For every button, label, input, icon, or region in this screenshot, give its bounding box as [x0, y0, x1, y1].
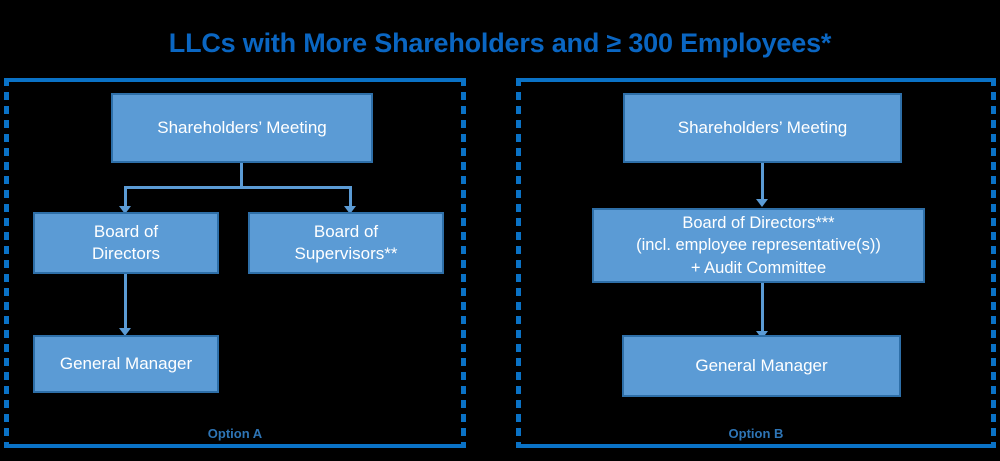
connector-a-trunk [240, 163, 243, 187]
arrowhead-a-gm [119, 328, 131, 336]
panel-option-a: Shareholders’ Meeting Board of Directors… [4, 78, 466, 448]
panel-b-bottom-border [516, 444, 996, 448]
node-board-of-directors-a[interactable]: Board of Directors [33, 212, 219, 274]
panel-b-right-border [991, 78, 996, 448]
connector-a-left-drop [124, 186, 127, 208]
board-of-directors-b-line-3: + Audit Committee [690, 258, 827, 277]
node-shareholders-meeting-b[interactable]: Shareholders’ Meeting [623, 93, 902, 163]
panel-b-left-border [516, 78, 521, 448]
board-of-directors-b-line-2: (incl. employee representative(s)) [636, 236, 881, 255]
node-shareholders-meeting-a[interactable]: Shareholders’ Meeting [111, 93, 373, 163]
connector-b-bod-gm [761, 283, 764, 333]
arrowhead-b-bod [756, 199, 768, 207]
connector-a-gm [124, 274, 127, 330]
node-general-manager-a[interactable]: General Manager [33, 335, 219, 393]
arrowhead-a-right [344, 206, 356, 214]
panel-a-top-border [4, 78, 466, 82]
panel-a-right-border [461, 78, 466, 448]
node-board-of-directors-b[interactable]: Board of Directors*** (incl. employee re… [592, 208, 925, 283]
node-board-of-supervisors-a[interactable]: Board of Supervisors** [248, 212, 444, 274]
panel-a-bottom-border [4, 444, 466, 448]
connector-b-sm-bod [761, 163, 764, 201]
arrowhead-a-left [119, 206, 131, 214]
panel-option-b: Shareholders’ Meeting Board of Directors… [516, 78, 996, 448]
option-b-label: Option B [728, 426, 784, 441]
panel-b-top-border [516, 78, 996, 82]
node-general-manager-b[interactable]: General Manager [622, 335, 901, 397]
connector-a-right-drop [349, 186, 352, 208]
panel-a-left-border [4, 78, 9, 448]
page-title: LLCs with More Shareholders and ≥ 300 Em… [168, 28, 832, 58]
connector-a-split [124, 186, 352, 189]
board-of-directors-b-line-1: Board of Directors*** [682, 214, 835, 233]
option-a-label: Option A [207, 426, 263, 441]
